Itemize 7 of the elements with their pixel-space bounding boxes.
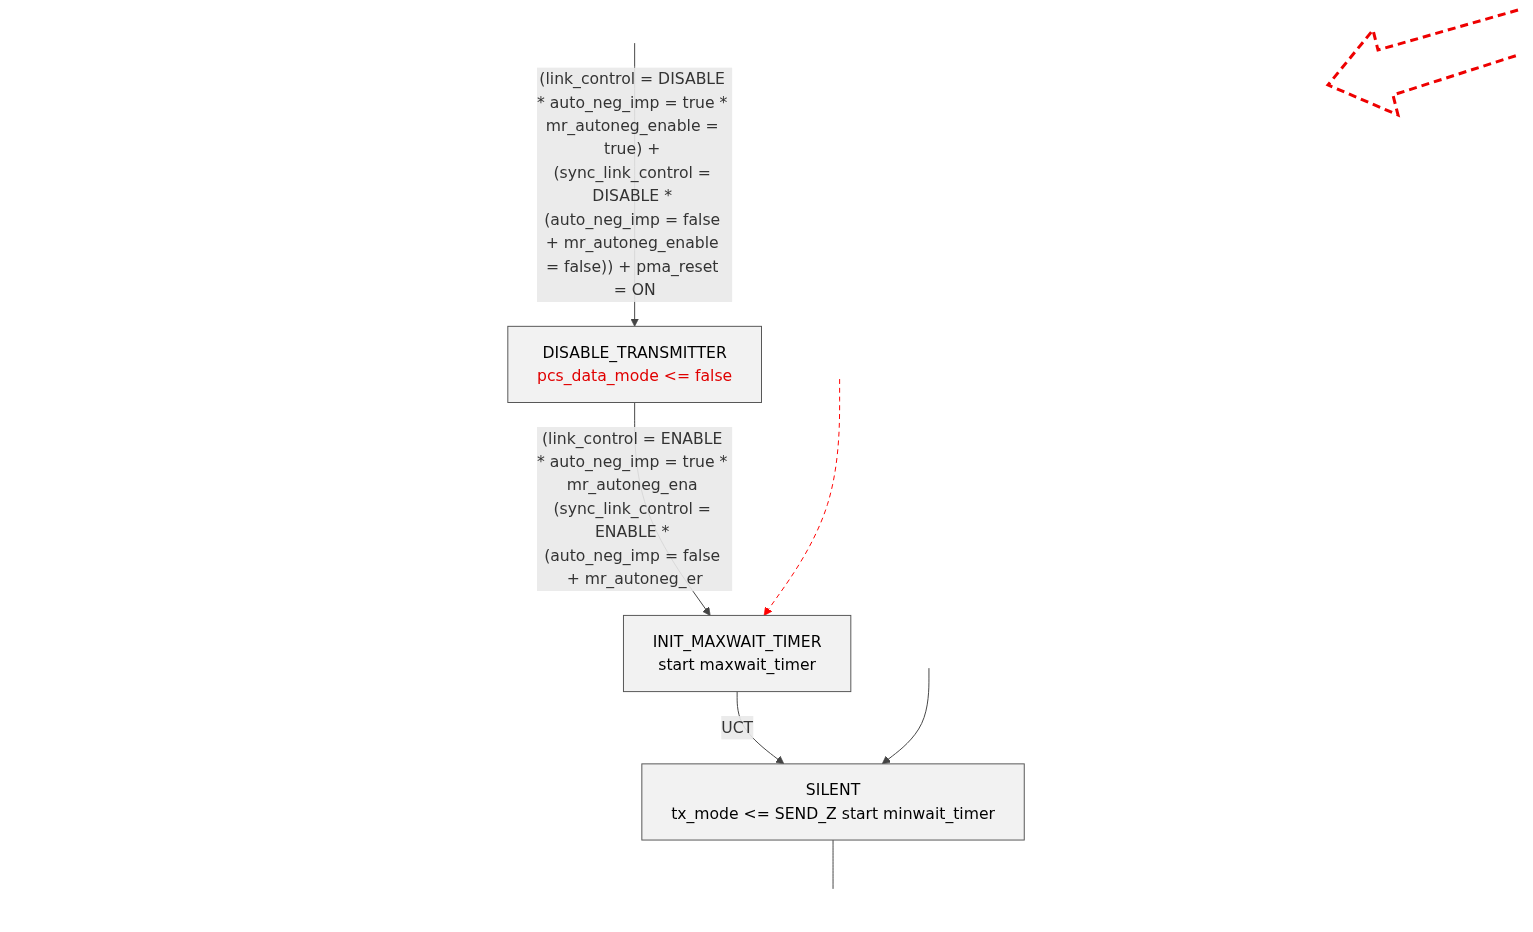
edge-label: UCT	[721, 717, 754, 737]
edge-label: (link_control = ENABLE * auto_neg_imp = true * mr_autoneg_ena (sync_link_control = ENABLE * (auto_neg_imp = false + mr_autoneg_er	[537, 428, 728, 589]
node-box: INIT_MAXWAIT_TIMER start maxwait_timer	[623, 614, 852, 693]
node-box: SILENT tx_mode <= SEND_Z start minwait_timer	[641, 763, 1026, 841]
connector	[833, 839, 834, 890]
edge-label: (link_control = DISABLE * auto_neg_imp = true * mr_autoneg_enable = true) + (sync_link_control = DISABLE * (auto_neg_imp = false + mr_autoneg_enable = false)) + pma_reset = ON	[537, 69, 728, 299]
node-box: DISABLE_TRANSMITTER pcs_data_mode <= false	[507, 325, 763, 403]
